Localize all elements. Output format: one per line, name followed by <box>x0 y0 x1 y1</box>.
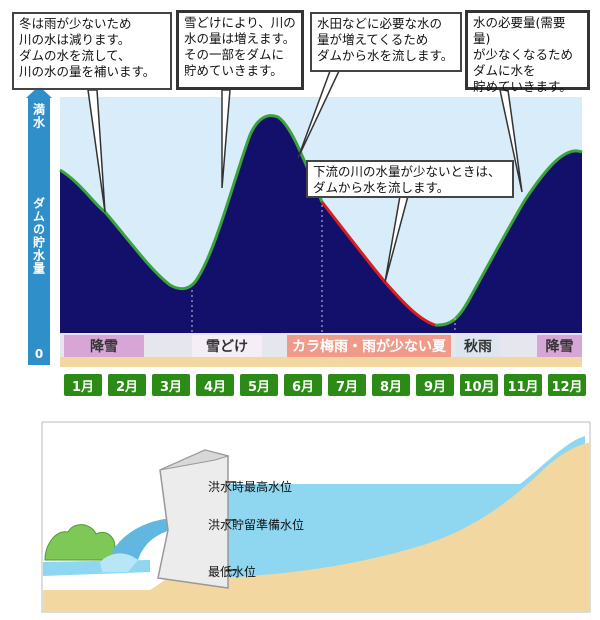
month-4: 4月 <box>196 374 234 396</box>
dam-cross-section: 洪水時最高水位 洪水貯留準備水位 最低水位 <box>0 420 600 620</box>
callout-downstream: 下流の川の水量が少ないときは、 ダムから水を流します。 <box>306 160 514 198</box>
storage-chart-graphic <box>59 70 583 367</box>
storage-curve-normal <box>59 114 324 291</box>
axis-top-label: 満水 <box>31 103 46 129</box>
level-ticks <box>226 481 236 571</box>
month-2: 2月 <box>108 374 146 396</box>
storage-axis: 満水 ダムの貯水量 0 <box>28 97 50 365</box>
season-snowmelt: 雪どけ <box>192 335 262 357</box>
callout-winter: 冬は雨が少ないため 川の水は減ります。 ダムの水を流して、 川の水の量を補います… <box>12 12 172 90</box>
label-minimum: 最低水位 <box>208 565 257 579</box>
month-7: 7月 <box>328 374 366 396</box>
axis-middle-label: ダムの貯水量 <box>31 197 46 275</box>
season-snowfall-1: 降雪 <box>64 335 144 357</box>
month-gridlines <box>191 205 456 333</box>
month-5: 5月 <box>240 374 278 396</box>
month-1: 1月 <box>64 374 102 396</box>
month-10: 10月 <box>460 374 498 396</box>
axis-zero-label: 0 <box>32 347 46 362</box>
trees <box>44 524 116 561</box>
month-9: 9月 <box>416 374 454 396</box>
callout-snowmelt: 雪どけにより、川の 水の量は増えます。 その一部をダムに 貯めていきます。 <box>176 10 304 90</box>
spillway-splash <box>100 553 138 572</box>
month-8: 8月 <box>372 374 410 396</box>
month-6: 6月 <box>284 374 322 396</box>
label-flood-max: 洪水時最高水位 <box>208 480 293 494</box>
month-11: 11月 <box>504 374 542 396</box>
ground <box>43 442 590 612</box>
callout-pointers <box>87 70 523 283</box>
dam-graphic <box>41 421 591 613</box>
season-rainy: カラ梅雨・雨が少ない夏 <box>287 335 451 357</box>
season-snowfall-2: 降雪 <box>537 335 582 357</box>
callout-autumn: 水の必要量(需要量) が少なくなるため ダムに水を 貯めていきます。 <box>465 10 590 94</box>
base-strip <box>60 357 582 367</box>
callout-paddy: 水田などに必要な水の 量が増えてくるため ダムから水を流します。 <box>310 12 462 72</box>
month-3: 3月 <box>152 374 190 396</box>
month-12: 12月 <box>548 374 586 396</box>
label-flood-reserve: 洪水貯留準備水位 <box>208 518 305 532</box>
storage-area <box>60 115 582 333</box>
storage-curve-recovery <box>434 149 583 327</box>
storage-chart: 満水 ダムの貯水量 0 冬は雨が少ないため 川の水は減ります。 ダムの水を流して… <box>12 10 590 396</box>
season-autumn-rain: 秋雨 <box>456 335 500 357</box>
